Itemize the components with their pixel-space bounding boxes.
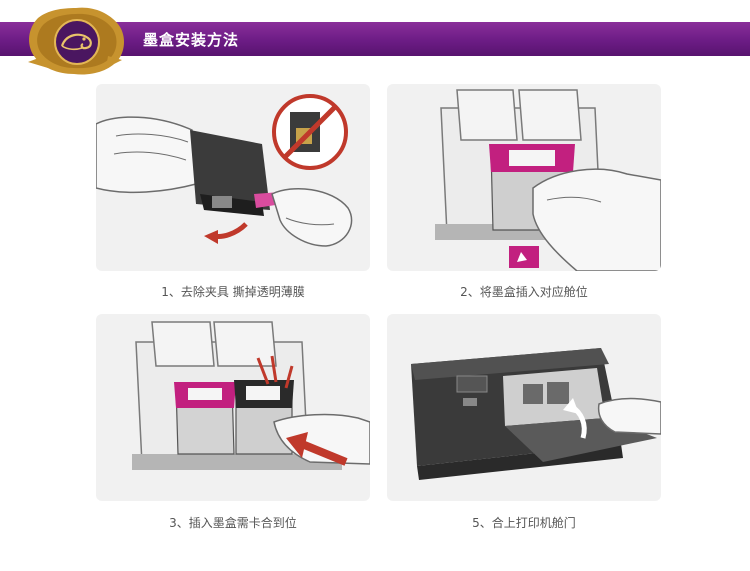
step-4-caption: 5、合上打印机舱门	[472, 516, 576, 530]
remove-tape-illustration	[96, 94, 353, 247]
step-2-caption: 2、将墨盒插入对应舱位	[460, 285, 588, 299]
step-1-caption: 1、去除夹具 撕掉透明薄膜	[161, 285, 305, 299]
page-title: 墨盒安装方法	[143, 31, 240, 49]
step-2-illustration	[387, 84, 661, 271]
close-printer-door-illustration	[411, 348, 661, 480]
step-1-illustration	[96, 84, 370, 271]
snap-cartridge-illustration	[132, 321, 370, 470]
chameleon-seal-icon	[28, 7, 124, 75]
step-4-illustration	[387, 314, 661, 501]
header-banner: 墨盒安装方法	[0, 22, 750, 56]
step-3-caption: 3、插入墨盒需卡合到位	[169, 516, 297, 530]
step-3-illustration	[96, 314, 370, 501]
insert-cartridge-illustration	[435, 89, 661, 271]
